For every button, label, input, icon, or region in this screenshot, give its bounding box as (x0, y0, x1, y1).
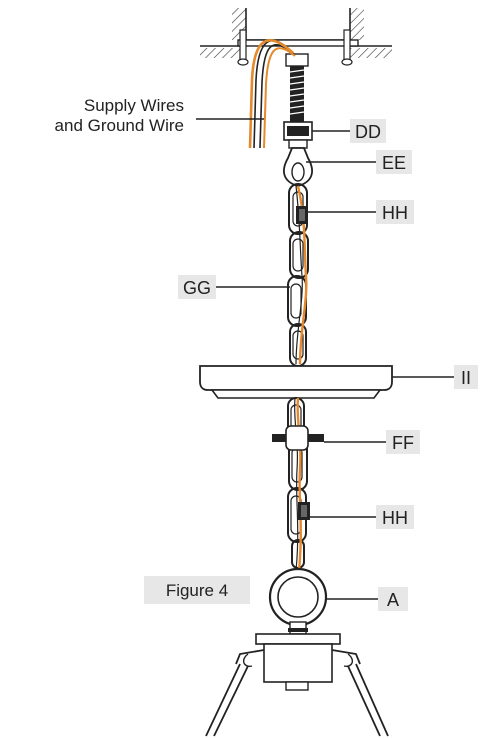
svg-text:GG: GG (183, 278, 211, 298)
fixture-body (205, 633, 389, 737)
coupling-dd (283, 121, 313, 149)
leader-lines (196, 118, 454, 600)
canopy-ii (199, 365, 393, 399)
svg-text:HH: HH (382, 508, 408, 528)
label-gg: GG (178, 275, 216, 299)
connector-hh-upper (296, 206, 308, 224)
svg-text:DD: DD (355, 122, 381, 142)
svg-text:II: II (461, 368, 471, 388)
ceiling-mount (200, 8, 392, 67)
label-hh-upper: HH (376, 200, 414, 224)
svg-text:HH: HH (382, 203, 408, 223)
supply-wires (248, 39, 296, 149)
label-dd: DD (350, 119, 386, 143)
svg-text:EE: EE (382, 153, 406, 173)
threaded-pipe (289, 66, 305, 122)
label-a: A (378, 587, 408, 611)
label-ii: II (454, 365, 478, 389)
chain-collar-ff (272, 425, 324, 451)
label-ff: FF (386, 430, 420, 454)
label-ee: EE (376, 150, 412, 174)
fixture-loop-a (268, 567, 328, 635)
supply-wires-label: Supply Wires (84, 96, 184, 115)
svg-text:FF: FF (392, 433, 414, 453)
svg-text:Figure 4: Figure 4 (166, 581, 228, 600)
svg-text:A: A (387, 590, 399, 610)
lamp-cord-lower (294, 397, 302, 581)
figure-label: Figure 4 (144, 576, 250, 604)
connector-hh-lower (298, 502, 310, 520)
label-hh-lower: HH (376, 505, 414, 529)
screw-loop-ee (283, 147, 313, 187)
ground-wire-label: and Ground Wire (55, 116, 184, 135)
chain-gg (287, 183, 309, 367)
